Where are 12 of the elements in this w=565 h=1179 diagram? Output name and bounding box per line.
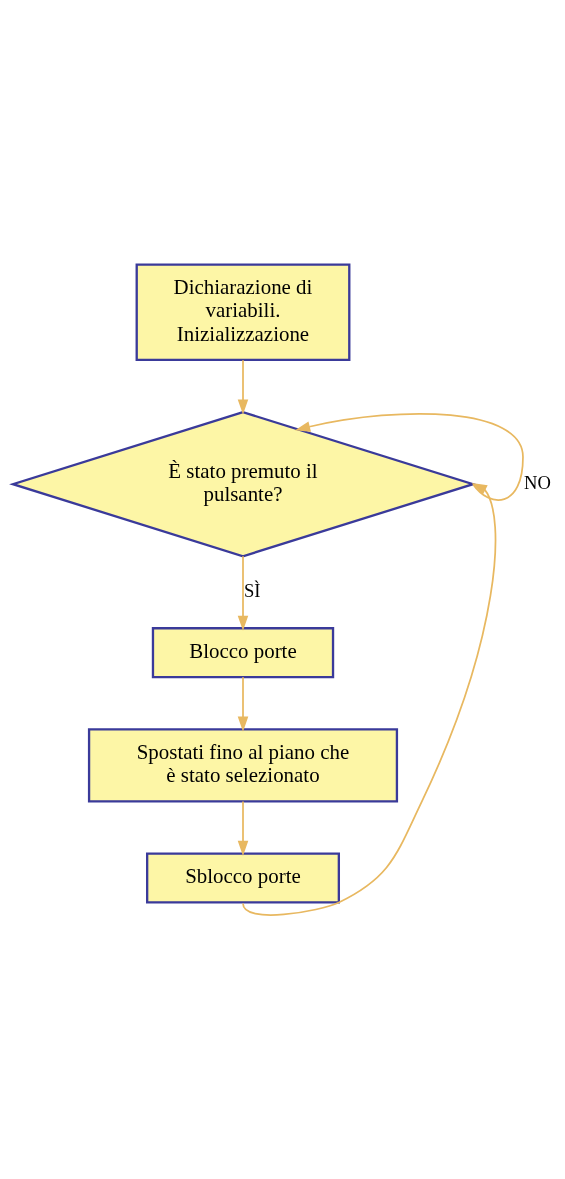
arrow [237, 800, 249, 856]
node-box: Sblocco porte [146, 851, 340, 904]
node-box: Dichiarazione di variabili. Inizializzazione [135, 263, 351, 361]
arrow [237, 675, 249, 732]
arrow [237, 358, 249, 415]
edge-label: SÌ [244, 579, 261, 601]
node-box: Spostati fino al piano che è stato selezionato [87, 727, 399, 802]
edge-label: NO [524, 471, 551, 493]
arrow [237, 554, 249, 631]
arrow [295, 412, 524, 501]
node-box: Blocco porte [151, 626, 335, 678]
arrow [242, 482, 497, 916]
